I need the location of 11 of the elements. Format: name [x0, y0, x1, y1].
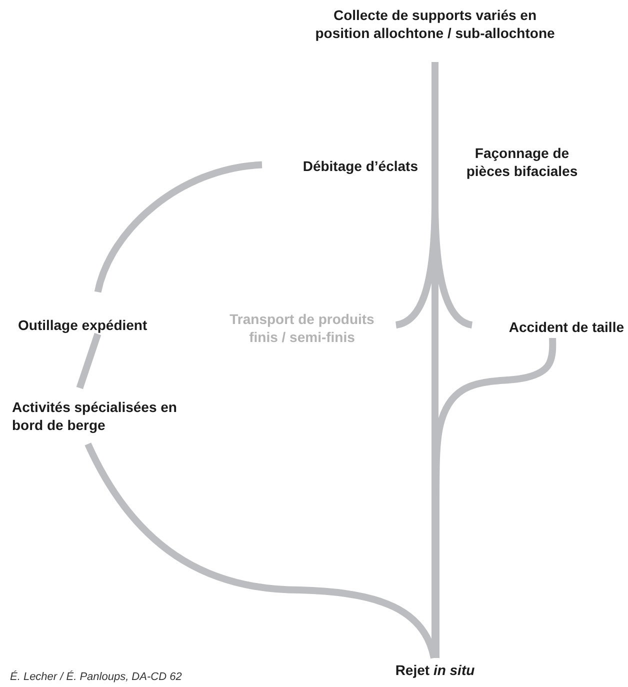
- node-label: Rejet in situ: [394, 661, 476, 679]
- node-label: Débitage d’éclats: [302, 157, 418, 175]
- credit-note: É. Lecher / É. Panloups, DA-CD 62: [10, 671, 182, 683]
- connector-line: [76, 332, 102, 390]
- node-label: Outillage expédient: [18, 316, 148, 334]
- node-label: Accident de taille: [508, 318, 624, 336]
- node-label: Collecte de supports variés en position allochtone / sub-allochtone: [314, 6, 556, 42]
- node-label: Activités spécialisées en bord de berge: [12, 398, 177, 434]
- node-label: Façonnage de pièces bifaciales: [465, 144, 579, 180]
- connector-line: [94, 161, 262, 293]
- node-label: Transport de produits finis / semi-finis: [228, 310, 376, 346]
